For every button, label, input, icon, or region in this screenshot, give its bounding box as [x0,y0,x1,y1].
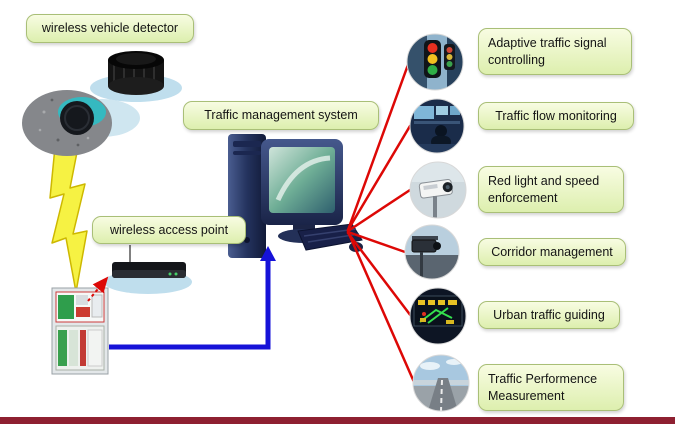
right-item-label-enforcement: Red light and speed enforcement [478,166,624,213]
road-embedded-loop-photo [22,90,112,156]
management-system-label: Traffic management system [183,101,379,130]
right-item-label-flow-monitoring: Traffic flow monitoring [478,102,634,130]
right-item-label-text: Corridor management [491,244,613,259]
right-item-label-text: Traffic Performence Measurement [488,372,598,403]
lightning-bolt [49,141,88,293]
vehicle-detector-cylinder-photo [108,51,164,95]
guidance-sign-photo [410,288,466,344]
right-item-label-guiding: Urban traffic guiding [478,301,620,329]
right-item-label-adaptive-signal: Adaptive traffic signal controlling [478,28,632,75]
photo-rims [404,33,470,412]
management-system-label-text: Traffic management system [204,108,358,123]
right-item-label-text: Traffic flow monitoring [495,108,617,123]
control-room-photo [410,99,464,153]
right-item-label-text: Adaptive traffic signal controlling [488,36,607,67]
red-connector-lines [346,60,416,384]
right-item-label-text: Red light and speed enforcement [488,174,600,205]
roadside-cabinet-photo [51,287,109,375]
vehicle-detector-label-text: wireless vehicle detector [41,21,179,36]
vehicle-detector-label: wireless vehicle detector [26,14,194,43]
highway-photo [413,355,469,411]
bottom-border-bar [0,417,675,424]
cabinet-to-router-arrow [87,276,109,302]
access-point-label-text: wireless access point [109,222,229,237]
right-item-label-performance: Traffic Performence Measurement [478,364,624,411]
speed-camera-photo [410,162,466,218]
blue-flow-arrow [109,246,276,350]
wireless-router-photo [112,245,186,278]
desktop-computer-illustration [228,134,363,258]
right-item-label-text: Urban traffic guiding [493,307,605,322]
access-point-label: wireless access point [92,216,246,244]
right-item-label-corridor: Corridor management [478,238,626,266]
